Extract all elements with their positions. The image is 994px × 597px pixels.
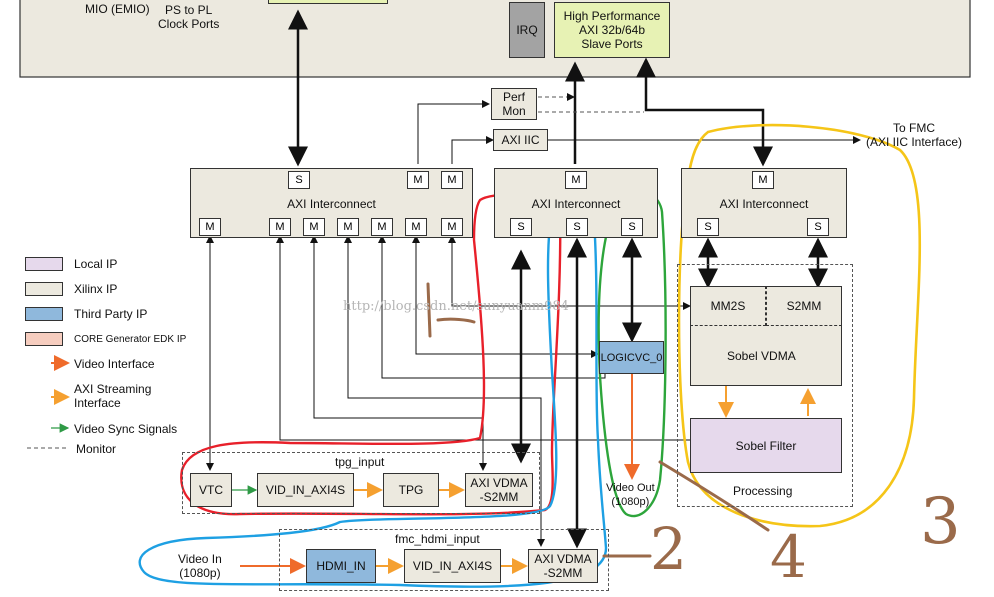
annotation-number-4: 4: [770, 523, 807, 591]
ic1-port-s: S: [288, 171, 310, 189]
annotation-yellow-loop: [677, 123, 922, 528]
ic1-port-m: M: [303, 218, 325, 236]
clock-port-stub: [268, 0, 388, 4]
hp-ports-block: High Performance AXI 32b/64b Slave Ports: [554, 2, 670, 58]
legend-swatch-coregen-ip: [25, 332, 63, 346]
legend-swatch-local-ip: [25, 257, 63, 271]
logicvc-block: LOGICVC_0: [599, 341, 664, 374]
legend-label: Third Party IP: [74, 307, 148, 321]
tpg-vdma-s2mm-block: AXI VDMA -S2MM: [465, 473, 533, 507]
ps-block: [19, 0, 971, 78]
axi-interconnect-1: AXI Interconnect: [190, 168, 473, 238]
interconnect-3-title: AXI Interconnect: [719, 197, 809, 211]
ic1-port-m: M: [407, 171, 429, 189]
legend-label: Video Interface: [74, 357, 155, 371]
ic1-port-m: M: [337, 218, 359, 236]
ic1-port-m: M: [441, 171, 463, 189]
legend-label: Xilinx IP: [74, 282, 118, 296]
interconnect-1-title: AXI Interconnect: [287, 197, 376, 211]
irq-block: IRQ: [509, 2, 545, 58]
ic2-port-s: S: [566, 218, 588, 236]
to-fmc-label: To FMC (AXI IIC Interface): [866, 121, 963, 149]
mm2s-block: MM2S: [690, 286, 766, 326]
processing-group: [677, 264, 853, 507]
sobel-vdma-label: Sobel VDMA: [727, 349, 796, 363]
legend-label: Local IP: [74, 257, 118, 271]
hdmi-vid-in-axi4s-block: VID_IN_AXI4S: [404, 549, 501, 583]
sobel-filter-block: Sobel Filter: [690, 418, 842, 473]
vtc-block: VTC: [190, 473, 232, 507]
s2mm-block: S2MM: [766, 286, 842, 326]
ic1-port-m: M: [371, 218, 393, 236]
video-out-label: Video Out (1080p): [606, 482, 655, 508]
ic3-port-m: M: [752, 171, 774, 189]
tpg-input-title: tpg_input: [335, 455, 385, 469]
ic1-port-m: M: [199, 218, 221, 236]
annotation-red-loop: [180, 193, 562, 516]
annotation-number-3: 3: [920, 485, 961, 559]
legend-label: CORE Generator EDK IP: [74, 334, 187, 345]
hdmi-in-block: HDMI_IN: [306, 549, 376, 583]
axi-iic-block: AXI IIC: [493, 129, 548, 151]
legend-label: AXI Streaming Interface: [74, 382, 152, 410]
ic1-port-m: M: [405, 218, 427, 236]
emio-label: MIO (EMIO): [85, 2, 150, 16]
ic3-port-s: S: [807, 218, 829, 236]
processing-title: Processing: [733, 484, 793, 498]
tpg-input-group: [182, 452, 540, 514]
ic2-port-s: S: [621, 218, 643, 236]
legend-label: Monitor: [76, 442, 117, 456]
hdmi-vdma-s2mm-block: AXI VDMA -S2MM: [528, 549, 598, 583]
ic1-port-m: M: [441, 218, 463, 236]
fmc-hdmi-input-group: [279, 529, 609, 591]
annotation-green-loop: [597, 189, 667, 518]
legend-swatch-xilinx-ip: [25, 282, 63, 296]
video-in-label: Video In (1080p): [178, 552, 222, 580]
annotation-blue-loop: [138, 184, 608, 588]
ic3-port-s: S: [697, 218, 719, 236]
legend-swatch-third-party-ip: [25, 307, 63, 321]
fmc-hdmi-input-title: fmc_hdmi_input: [395, 532, 480, 546]
tpg-vid-in-axi4s-block: VID_IN_AXI4S: [257, 473, 354, 507]
ic2-port-s: S: [510, 218, 532, 236]
clock-ports-label: PS to PL Clock Ports: [158, 3, 220, 31]
legend-label: Video Sync Signals: [74, 422, 178, 436]
perf-mon-block: Perf Mon: [491, 88, 537, 120]
interconnect-2-title: AXI Interconnect: [531, 197, 621, 211]
ic2-port-m: M: [565, 171, 587, 189]
ic1-port-m: M: [269, 218, 291, 236]
tpg-block: TPG: [383, 473, 439, 507]
watermark-text: http://blog.csdn.net/sunyuanm984: [343, 299, 569, 314]
annotation-number-2: 2: [650, 515, 687, 583]
